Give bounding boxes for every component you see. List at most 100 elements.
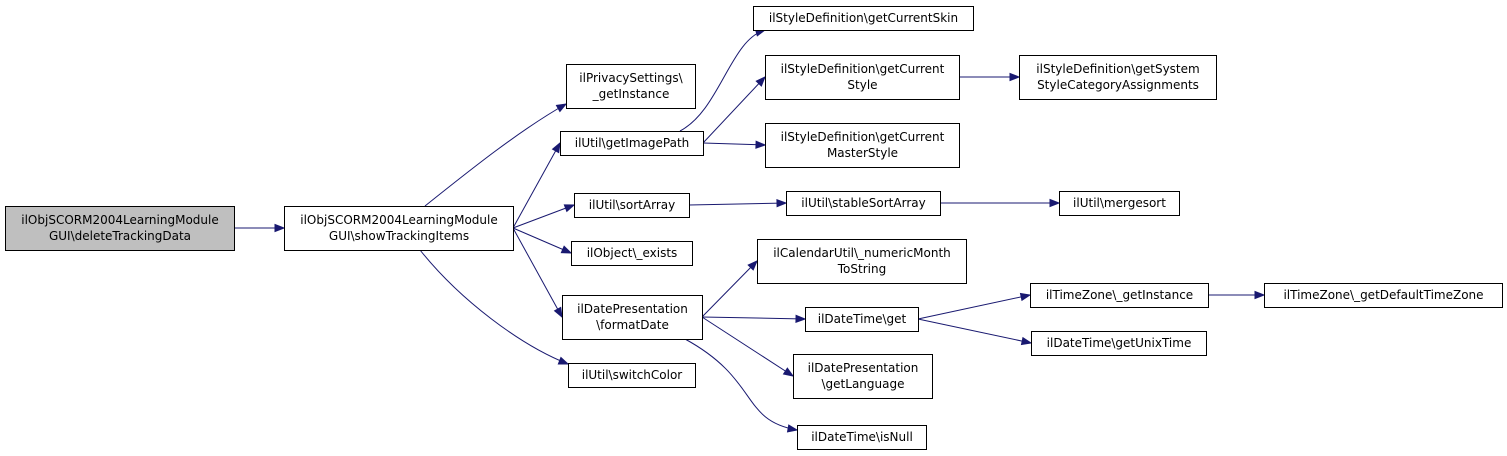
edge-arrowhead [1009,72,1021,82]
node-dtget[interactable]: ilDateTime\get [805,307,919,332]
call-graph-nodes: ilObjSCORM2004LearningModuleGUI\deleteTr… [5,6,1503,450]
node-sort[interactable]: ilUtil\sortArray [574,193,690,218]
edge-arrowhead [555,103,568,113]
edge-show-to-fmt [512,227,563,318]
node-label-line: StyleCategoryAssignments [1037,78,1199,92]
node-syscat[interactable]: ilStyleDefinition\getSystemStyleCategory… [1019,55,1217,100]
node-stable[interactable]: ilUtil\stableSortArray [786,191,941,216]
node-label-line: ilUtil\mergesort [1073,196,1166,210]
node-box [562,295,703,340]
node-label-line: ilDateTime\isNull [811,430,913,444]
node-label-line: ilCalendarUtil\_numericMonth [773,246,951,260]
node-root[interactable]: ilObjSCORM2004LearningModuleGUI\deleteTr… [5,206,235,251]
edge-arrowhead [563,204,576,213]
node-tzdef[interactable]: ilTimeZone\_getDefaultTimeZone [1264,283,1503,308]
node-label-line: \formatDate [596,318,669,332]
node-label-line: ilDateTime\getUnixTime [1047,336,1192,350]
node-box [797,425,927,450]
node-skin[interactable]: ilStyleDefinition\getCurrentSkin [753,6,974,31]
node-label-line: ilObjSCORM2004LearningModule [300,213,497,227]
node-label-line: ilTimeZone\_getInstance [1046,288,1193,302]
edge-arrowhead [755,140,767,149]
edge-show-to-switch [419,249,569,365]
edge-fmt-to-cal [701,260,758,318]
edge-img-to-style [702,76,766,144]
node-label-line: ilObject\_exists [587,246,678,260]
edge-arrowhead [551,141,561,154]
node-box [560,131,704,156]
node-label-line: ilDatePresentation [577,302,688,316]
node-label-line: ilUtil\sortArray [589,198,675,212]
edge-arrowhead [1254,290,1266,300]
node-box [786,191,941,216]
node-box [1031,331,1207,356]
node-lang[interactable]: ilDatePresentation \getLanguage [793,354,933,399]
edge-fmt-to-lang [701,316,794,377]
edge-show-to-img [512,142,561,229]
node-box [574,193,690,218]
node-label-line: ilStyleDefinition\getSystem [1036,62,1199,76]
node-label-line: ilStyleDefinition\getCurrent [781,130,945,144]
node-box [793,354,933,399]
edge-arrowhead [782,367,795,377]
edge-arrowhead [786,424,799,433]
node-label-line: ilUtil\stableSortArray [801,196,925,210]
node-label-line: ilStyleDefinition\getCurrent [781,62,945,76]
node-box [757,239,967,284]
edge-arrowhead [553,306,563,319]
edge-sort-to-stable [688,202,787,206]
node-box [566,64,696,109]
edge-arrowhead [776,198,788,208]
node-box [1019,55,1217,100]
edge-arrowhead [755,75,766,87]
node-box [765,123,960,168]
node-isnull[interactable]: ilDateTime\isNull [797,425,927,450]
edge-arrowhead [1019,292,1032,302]
edge-dtget-to-unix [917,318,1032,344]
node-box [1030,283,1209,308]
node-label-line: _getInstance [592,87,670,101]
node-label-line: ToString [837,262,886,276]
node-exists[interactable]: ilObject\_exists [571,241,693,266]
node-label-line: GUI\showTrackingItems [329,229,469,243]
edge-img-to-master [702,142,766,146]
edge-arrowhead [795,314,807,324]
edge-dtget-to-tzinst [917,294,1031,320]
node-label-line: MasterStyle [827,146,898,160]
node-tzinst[interactable]: ilTimeZone\_getInstance [1030,283,1209,308]
edge-show-to-priv [424,103,567,207]
node-priv[interactable]: ilPrivacySettings\_getInstance [566,64,696,109]
node-box [571,241,693,266]
node-merge[interactable]: ilUtil\mergesort [1059,191,1180,216]
edge-show-to-exists [512,227,572,254]
node-box [753,6,974,31]
node-box [5,206,235,251]
node-label-line: ilDateTime\get [818,312,907,326]
node-box [1059,191,1180,216]
node-box [805,307,919,332]
edge-arrowhead [557,356,570,365]
node-box [1264,283,1503,308]
node-box [284,206,514,251]
node-unix[interactable]: ilDateTime\getUnixTime [1031,331,1207,356]
edge-arrowhead [1049,198,1061,208]
node-label-line: ilDatePresentation [808,361,919,375]
node-img[interactable]: ilUtil\getImagePath [560,131,704,156]
node-fmt[interactable]: ilDatePresentation \formatDate [562,295,703,340]
edge-arrowhead [747,260,758,271]
node-switch[interactable]: ilUtil\switchColor [568,363,696,388]
edge-arrowhead [274,223,286,233]
node-label-line: GUI\deleteTrackingData [49,229,191,243]
node-box [765,55,960,100]
node-label-line: \getLanguage [822,377,905,391]
edge-img-to-skin [679,29,766,132]
edge-fmt-to-isnull [684,338,798,431]
edge-show-to-sort [512,204,575,229]
node-show[interactable]: ilObjSCORM2004LearningModuleGUI\showTrac… [284,206,514,251]
node-label-line: ilTimeZone\_getDefaultTimeZone [1283,288,1483,302]
node-box [568,363,696,388]
